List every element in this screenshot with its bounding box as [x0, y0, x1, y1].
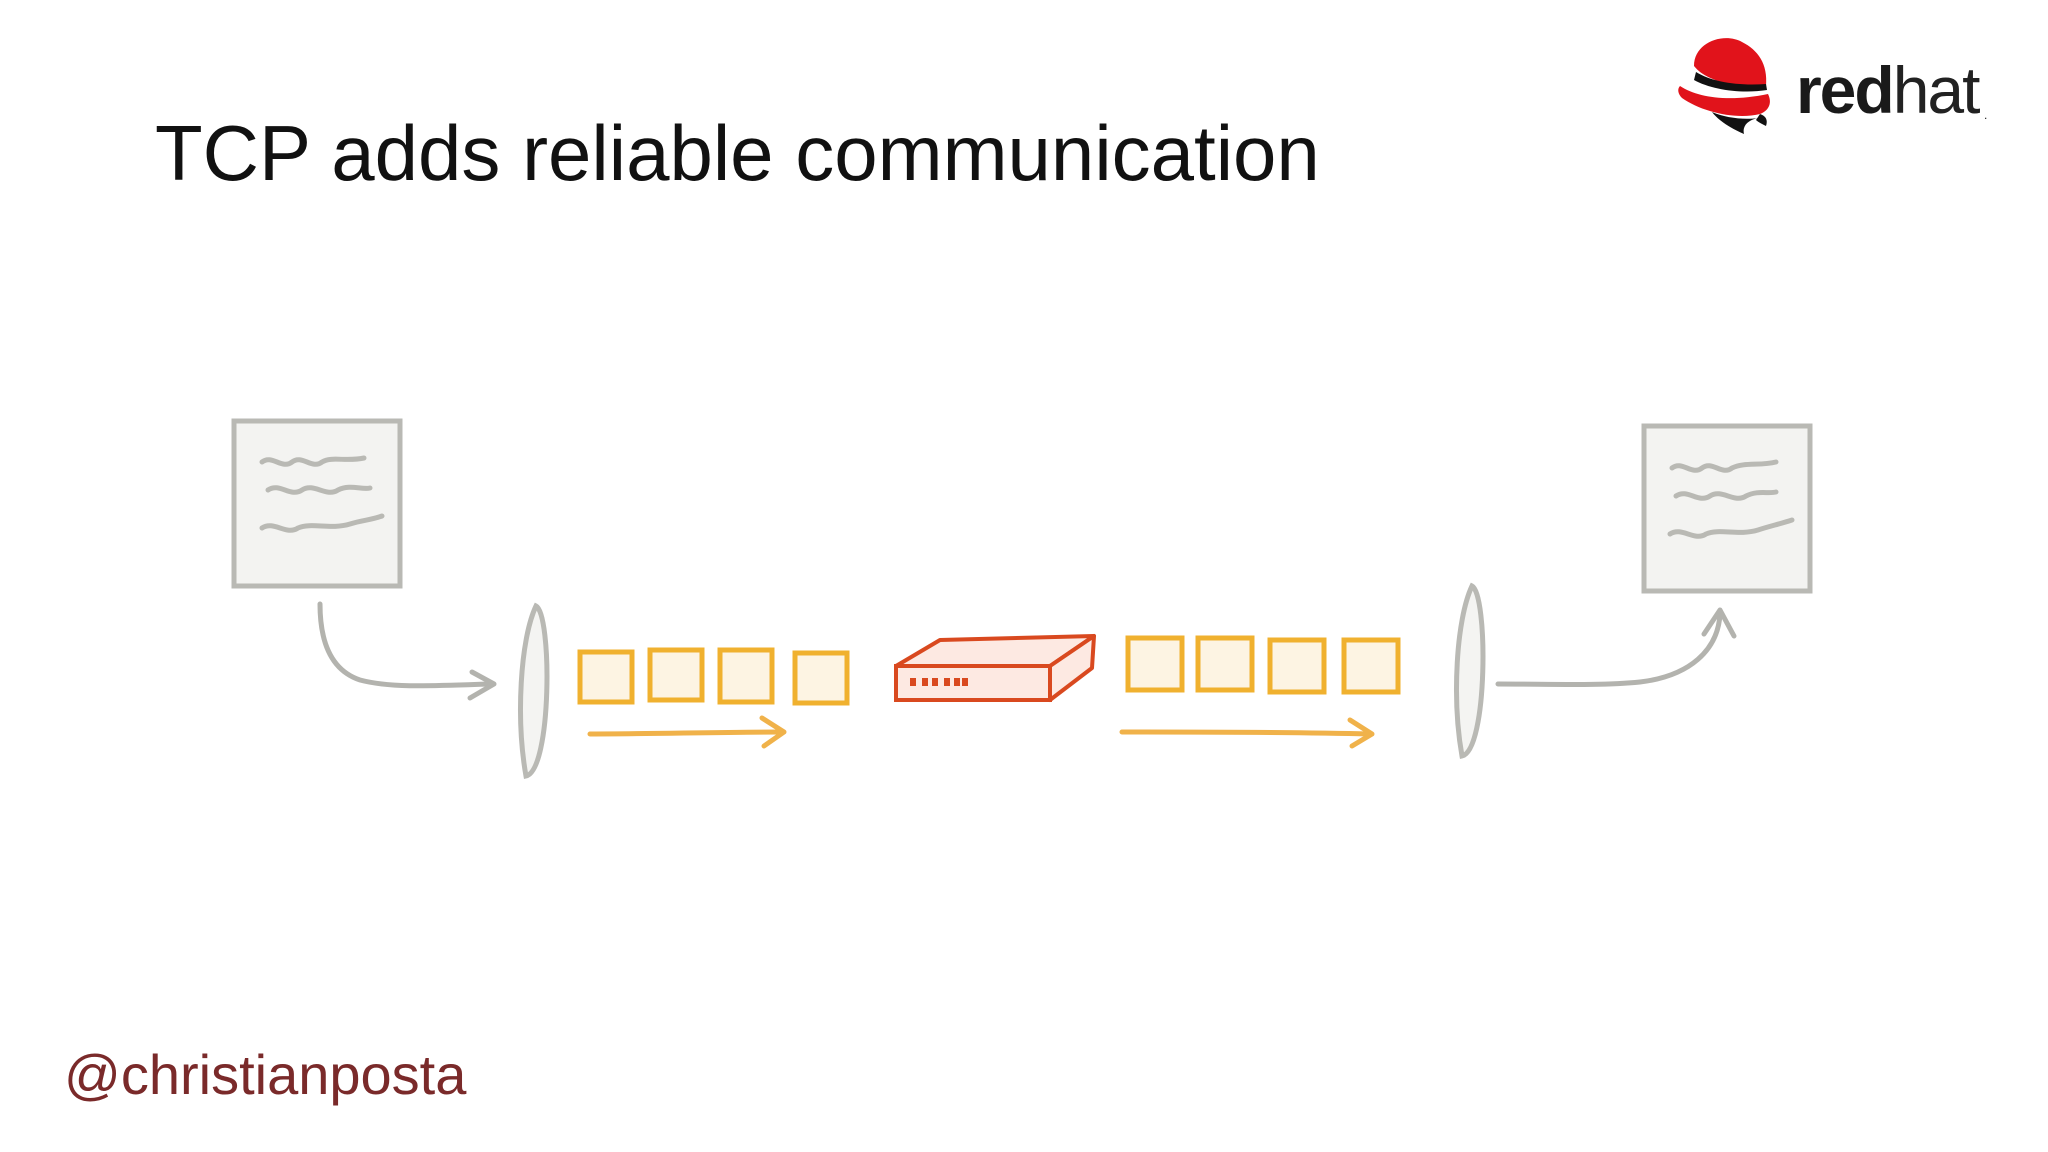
packet-right-1: [1125, 635, 1185, 693]
slide-title: TCP adds reliable communication: [155, 109, 1320, 197]
logo-word-hat: hat: [1892, 53, 1981, 127]
packet-left-3: [717, 647, 775, 705]
packet-left-2: [647, 647, 705, 703]
footer-twitter-handle: @christianposta: [64, 1043, 467, 1106]
packet-left-1: [577, 649, 635, 705]
flow-arrow-right-icon: [1119, 717, 1375, 749]
receiver-arrow-icon: [1495, 607, 1737, 687]
router-icon: [894, 634, 1096, 702]
redhat-shadowman-icon: [1678, 38, 1770, 134]
packet-right-3: [1267, 637, 1327, 695]
packet-stream-right: [1125, 635, 1401, 695]
redhat-logo: redhat .: [1672, 28, 1992, 138]
sender-arrow-icon: [317, 601, 497, 701]
packet-right-4: [1341, 637, 1401, 695]
packet-stream-left: [577, 647, 850, 706]
sender-document-icon: [231, 418, 403, 589]
receiver-document-icon: [1641, 423, 1813, 594]
logo-word-red: red: [1796, 53, 1895, 127]
redhat-wordmark: redhat: [1796, 52, 1981, 128]
receiver-socket-icon: [1454, 582, 1486, 760]
packet-left-4: [792, 650, 850, 706]
sender-socket-icon: [518, 602, 550, 780]
logo-trademark: .: [1984, 108, 1988, 122]
flow-arrow-left-icon: [587, 715, 787, 749]
packet-right-2: [1195, 635, 1255, 693]
